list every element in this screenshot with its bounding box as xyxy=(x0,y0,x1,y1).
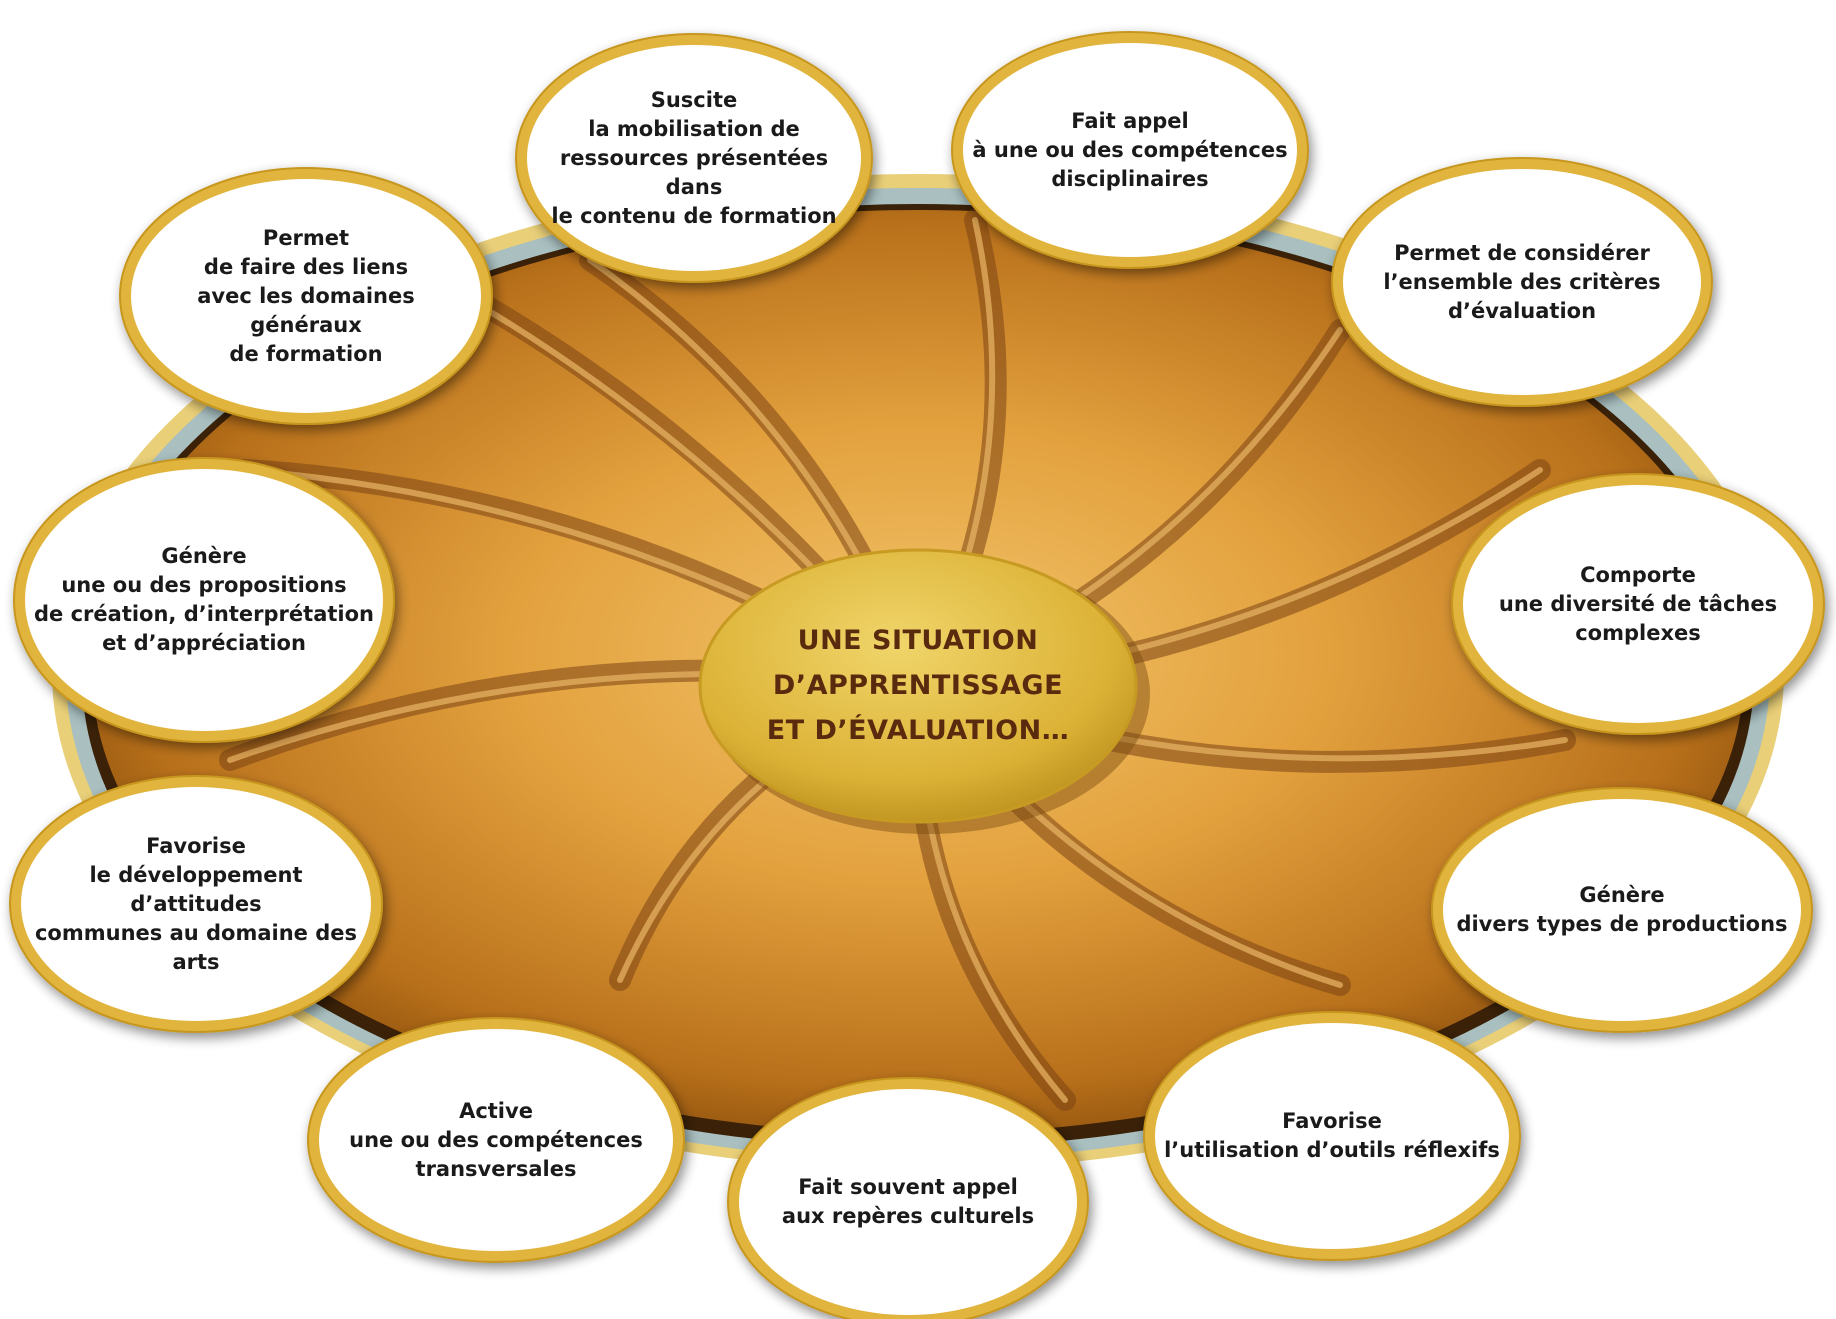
bubble-text-favorise-outils: Favorise l’utilisation d’outils réflexif… xyxy=(1164,1109,1500,1162)
bubble-text-fait-appel: Fait appel à une ou des compétences disc… xyxy=(972,108,1288,191)
bubble-text-suscite: Suscite la mobilisation de ressources pr… xyxy=(551,87,837,228)
bubble-text-fait-souvent-appel: Fait souvent appel aux repères culturels xyxy=(781,1175,1035,1228)
bubble-text-permet-liens: Permet de faire des liens avec les domai… xyxy=(197,225,415,366)
bubble-shape-permet-considerer xyxy=(1331,157,1713,407)
bubble-text-favorise-attitudes: Favorise le développement d’attitudes co… xyxy=(34,833,357,974)
center-title: UNE SITUATION D’APPRENTISSAGE ET D’ÉVALU… xyxy=(766,624,1070,746)
center-label: UNE SITUATION D’APPRENTISSAGE ET D’ÉVALU… xyxy=(700,590,1136,780)
bubble-text-genere-productions: Génère divers types de productions xyxy=(1456,883,1788,936)
bubble-text-comporte: Comporte une diversité de tâches complex… xyxy=(1498,562,1778,645)
bubble-shape-comporte xyxy=(1451,473,1825,735)
bubble-text-genere-propositions: Génère une ou des propositions de créati… xyxy=(34,544,374,655)
bubble-shape-genere-propositions xyxy=(13,457,395,743)
bubble-shape-favorise-attitudes xyxy=(9,775,383,1033)
bubble-fait-souvent-appel: Fait souvent appel aux repères culturels xyxy=(748,1094,1068,1310)
bubble-genere-propositions: Génère une ou des propositions de créati… xyxy=(34,474,374,726)
bubble-shapes xyxy=(9,31,1825,1319)
bubble-fait-appel: Fait appel à une ou des compétences disc… xyxy=(972,48,1288,252)
bubble-suscite: Suscite la mobilisation de ressources pr… xyxy=(536,50,852,266)
bubble-shape-active xyxy=(307,1017,685,1263)
bubble-favorise-outils: Favorise l’utilisation d’outils réflexif… xyxy=(1164,1028,1500,1244)
bubble-text-active: Active une ou des compétences transversa… xyxy=(349,1098,643,1181)
bubble-shape-favorise-outils xyxy=(1143,1011,1521,1261)
bubble-comporte: Comporte une diversité de tâches complex… xyxy=(1472,490,1804,718)
bubble-genere-productions: Génère divers types de productions xyxy=(1452,804,1792,1016)
bubble-permet-considerer: Permet de considérer l’ensemble des crit… xyxy=(1352,174,1692,390)
bubble-shape-permet-liens xyxy=(119,167,493,425)
bubble-permet-liens: Permet de faire des liens avec les domai… xyxy=(140,184,472,408)
bubble-shape-genere-productions xyxy=(1431,787,1813,1033)
bubble-favorise-attitudes: Favorise le développement d’attitudes co… xyxy=(30,792,362,1016)
bubble-shape-fait-souvent-appel xyxy=(727,1077,1089,1319)
bubble-active: Active une ou des compétences transversa… xyxy=(328,1034,664,1246)
bubble-shape-suscite xyxy=(515,33,873,283)
bubble-shape-fait-appel xyxy=(951,31,1309,269)
bubble-text-permet-considerer: Permet de considérer l’ensemble des crit… xyxy=(1383,240,1661,323)
center-ellipse xyxy=(698,548,1138,824)
